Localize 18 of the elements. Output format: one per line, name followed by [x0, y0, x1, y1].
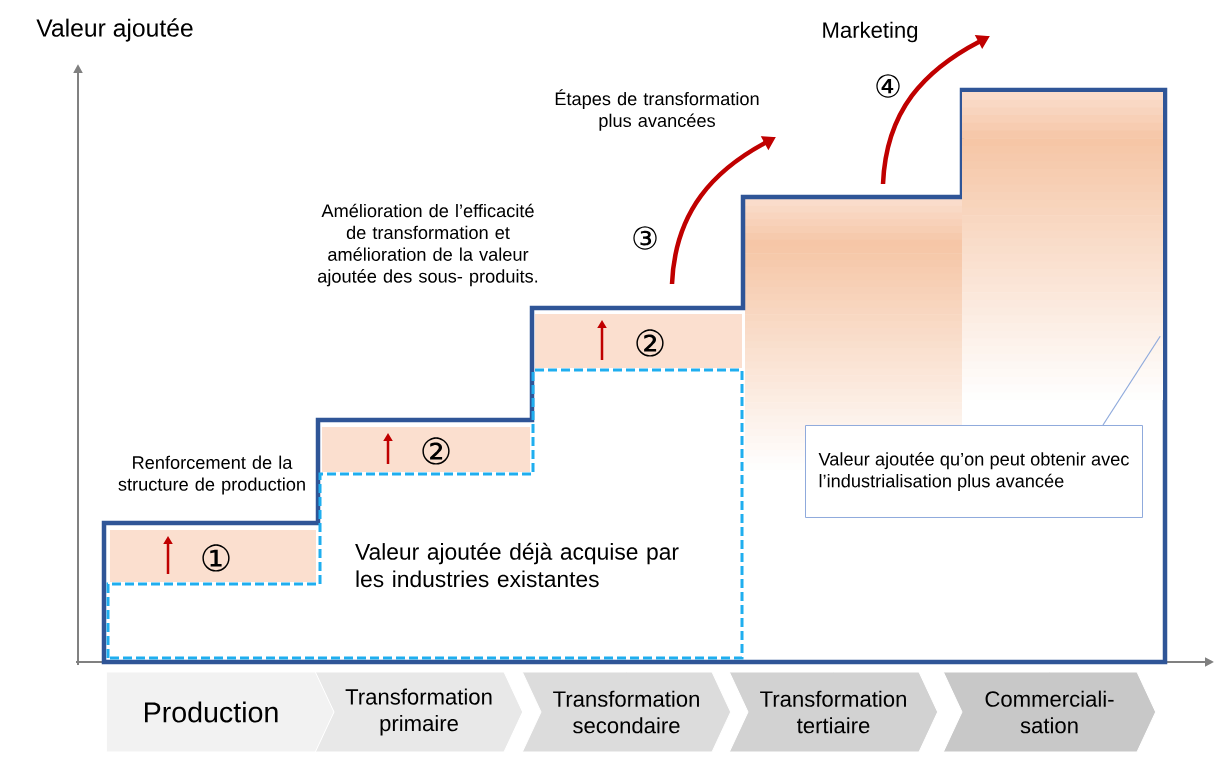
annotation-text: Étapes de transformation plus avancées — [555, 89, 759, 131]
axis-title: Valeur ajoutée — [36, 18, 193, 42]
stage-band: ① — [110, 530, 316, 582]
process-step: Transformation tertiaire — [728, 671, 939, 753]
shaded-area — [962, 92, 1163, 400]
process-step: Production — [105, 671, 335, 753]
annotation-text: Renforcement de la structure de production — [118, 455, 305, 495]
process-step: Transformation primaire — [314, 671, 524, 753]
stage-band: ② — [535, 314, 742, 368]
process-step: Transformation secondaire — [521, 671, 732, 753]
process-step: Commerciali- sation — [942, 671, 1157, 753]
callout-box: Valeur ajoutée qu’on peut obtenir avec l’industrialisation plus avancée — [805, 425, 1143, 518]
callout-number: ③ — [633, 226, 657, 250]
leader-line — [1102, 335, 1161, 426]
annotation-text: Amélioration de l’efficacité de transformation et amélioration de la valeur ajoutée des sous- produits. — [318, 203, 538, 287]
stage-band: ② — [322, 427, 530, 472]
stage-label: Marketing — [823, 21, 918, 43]
callout-number: ④ — [876, 74, 900, 98]
